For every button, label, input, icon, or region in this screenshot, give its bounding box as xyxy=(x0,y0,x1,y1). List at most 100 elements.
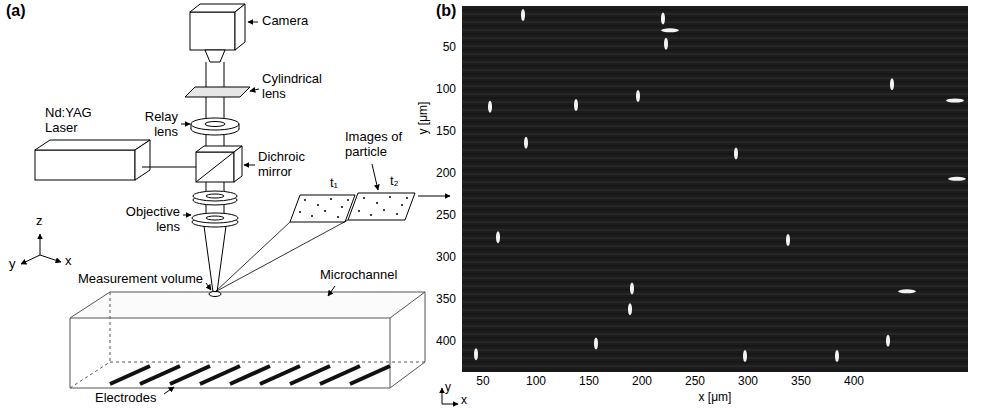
leader-lines xyxy=(164,22,450,394)
scan-line xyxy=(462,321,968,323)
particle xyxy=(524,137,528,149)
scan-line xyxy=(462,113,968,115)
part-label: Microchannel xyxy=(320,268,397,283)
scan-line xyxy=(462,285,968,287)
measurement-volume xyxy=(209,292,221,297)
particle xyxy=(636,90,640,102)
microchannel xyxy=(70,292,425,388)
scan-line xyxy=(462,141,968,143)
scan-line xyxy=(462,325,968,327)
dichroic-mirror xyxy=(196,146,242,182)
panel-label: (b) xyxy=(436,2,456,20)
scan-line xyxy=(462,297,968,299)
particle xyxy=(521,9,525,21)
scan-line xyxy=(462,309,968,311)
scan-line xyxy=(462,225,968,227)
scan-line xyxy=(462,369,968,371)
scan-line xyxy=(462,29,968,31)
particle xyxy=(743,350,747,362)
scan-line xyxy=(462,57,968,59)
scan-line xyxy=(462,333,968,335)
part-label: Measurement volume xyxy=(78,272,203,287)
part-label: Dichroic mirror xyxy=(258,150,322,180)
tick-label: 50 xyxy=(476,375,489,389)
part-label: Cylindrical lens xyxy=(262,72,336,102)
tick-label: 200 xyxy=(436,167,456,181)
scan-line xyxy=(462,17,968,19)
scan-line xyxy=(462,249,968,251)
scan-line xyxy=(462,329,968,331)
tick-label: 100 xyxy=(436,83,456,97)
particle xyxy=(835,350,839,362)
tick-label: 300 xyxy=(436,251,456,265)
particle xyxy=(661,13,665,25)
image-frames xyxy=(290,193,415,222)
scan-line xyxy=(462,261,968,263)
scan-line xyxy=(462,213,968,215)
scan-line xyxy=(462,201,968,203)
tick-label: 400 xyxy=(436,335,456,349)
scan-line xyxy=(462,273,968,275)
optical-tube xyxy=(206,62,224,222)
tick-label: 100 xyxy=(526,375,546,389)
scan-line xyxy=(462,145,968,147)
particle xyxy=(594,338,598,350)
part-label: Nd:YAG Laser xyxy=(45,106,107,136)
time-label: t₂ xyxy=(390,174,399,189)
scan-line xyxy=(462,189,968,191)
scan-line xyxy=(462,133,968,135)
axis-label: x xyxy=(65,254,72,269)
panel-label: (a) xyxy=(6,2,26,20)
scan-line xyxy=(462,193,968,195)
scan-line xyxy=(462,349,968,351)
particle xyxy=(488,101,492,113)
scan-line xyxy=(462,305,968,307)
scan-line xyxy=(462,21,968,23)
tick-label: 250 xyxy=(436,209,456,223)
part-label: Camera xyxy=(262,14,308,29)
scan-line xyxy=(462,169,968,171)
scan-line xyxy=(462,345,968,347)
laser-beam xyxy=(142,167,196,168)
scan-line xyxy=(462,337,968,339)
scan-line xyxy=(462,269,968,271)
axis-label: z xyxy=(36,214,43,229)
scan-line xyxy=(462,33,968,35)
scan-line xyxy=(462,153,968,155)
tick-label: 50 xyxy=(443,41,456,55)
scan-line xyxy=(462,313,968,315)
scan-line xyxy=(462,137,968,139)
scan-line xyxy=(462,277,968,279)
scan-line xyxy=(462,241,968,243)
scan-line xyxy=(462,165,968,167)
scan-line xyxy=(462,353,968,355)
scan-line xyxy=(462,61,968,63)
axis-title: y [μm] xyxy=(417,102,431,135)
scan-lines xyxy=(462,10,968,370)
scan-line xyxy=(462,341,968,343)
tick-label: 300 xyxy=(738,375,758,389)
scan-line xyxy=(462,221,968,223)
tick-label: 250 xyxy=(685,375,705,389)
scan-line xyxy=(462,149,968,151)
particle xyxy=(886,335,890,347)
scan-line xyxy=(462,281,968,283)
scan-line xyxy=(462,181,968,183)
particle xyxy=(946,99,964,103)
axis-label: y xyxy=(445,381,451,395)
scan-line xyxy=(462,289,968,291)
camera xyxy=(190,4,245,62)
scan-line xyxy=(462,41,968,43)
scan-line xyxy=(462,49,968,51)
scan-line xyxy=(462,9,968,11)
scan-line xyxy=(462,361,968,363)
particle-image xyxy=(462,6,968,372)
particles xyxy=(474,9,966,362)
scan-line xyxy=(462,209,968,211)
time-label: t₁ xyxy=(330,176,338,191)
particle xyxy=(890,78,894,90)
electrodes xyxy=(110,366,390,384)
scan-line xyxy=(462,233,968,235)
scan-line xyxy=(462,105,968,107)
